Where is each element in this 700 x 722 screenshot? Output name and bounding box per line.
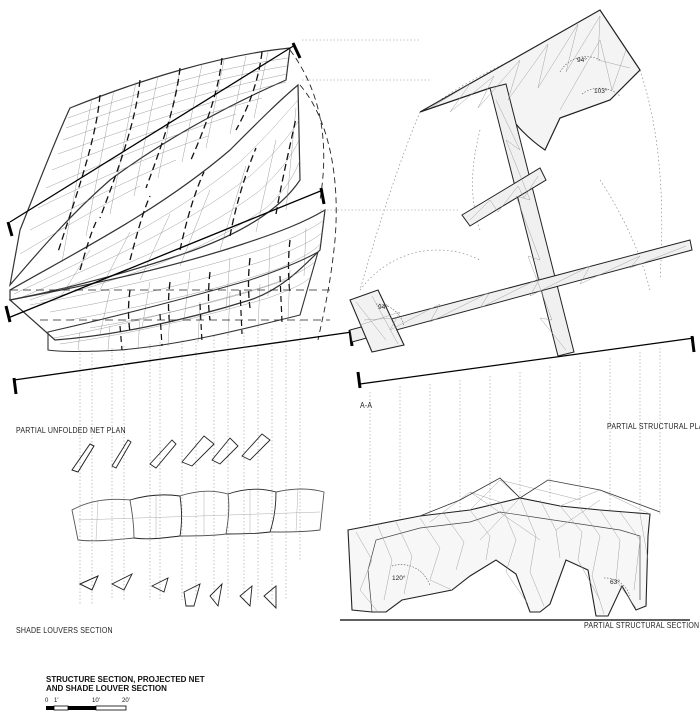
structure-projection-lines bbox=[302, 39, 661, 530]
angle-label-plan-top-right: 103° bbox=[594, 87, 608, 95]
net-plan-drawing bbox=[4, 42, 354, 395]
angle-label-plan-bottom: 94° bbox=[378, 303, 388, 311]
section-marker-a-a: A-A bbox=[360, 402, 373, 411]
net-projection-lines bbox=[79, 320, 301, 605]
scale-tick-0: 0 bbox=[45, 698, 49, 704]
angle-label-section-left: 120° bbox=[392, 574, 406, 582]
drawing-title-line-1: STRUCTURE SECTION, PROJECTED NET bbox=[46, 675, 205, 684]
drawing-title: STRUCTURE SECTION, PROJECTED NET AND SHA… bbox=[46, 675, 246, 693]
angle-label-section-right: 63° bbox=[610, 578, 620, 586]
scale-bar bbox=[46, 705, 127, 711]
drawing-title-line-2: AND SHADE LOUVER SECTION bbox=[46, 684, 167, 693]
label-structural-section: PARTIAL STRUCTURAL SECTION A-A bbox=[584, 622, 700, 631]
structural-plan-drawing: 94° 103° 94° bbox=[349, 9, 696, 389]
label-structural-plan: PARTIAL STRUCTURAL PLAN bbox=[607, 423, 700, 432]
label-net-plan: PARTIAL UNFOLDED NET PLAN bbox=[16, 427, 126, 436]
label-louvers-section: SHADE LOUVERS SECTION bbox=[16, 627, 113, 636]
scale-tick-10: 10' bbox=[92, 698, 100, 704]
angle-label-plan-top-left: 94° bbox=[577, 56, 587, 64]
structural-section-drawing: 120° 63° bbox=[340, 477, 690, 621]
louvers-section-drawing bbox=[71, 433, 325, 610]
scale-tick-20: 20' bbox=[122, 698, 130, 704]
scale-tick-1: 1' bbox=[54, 698, 59, 704]
